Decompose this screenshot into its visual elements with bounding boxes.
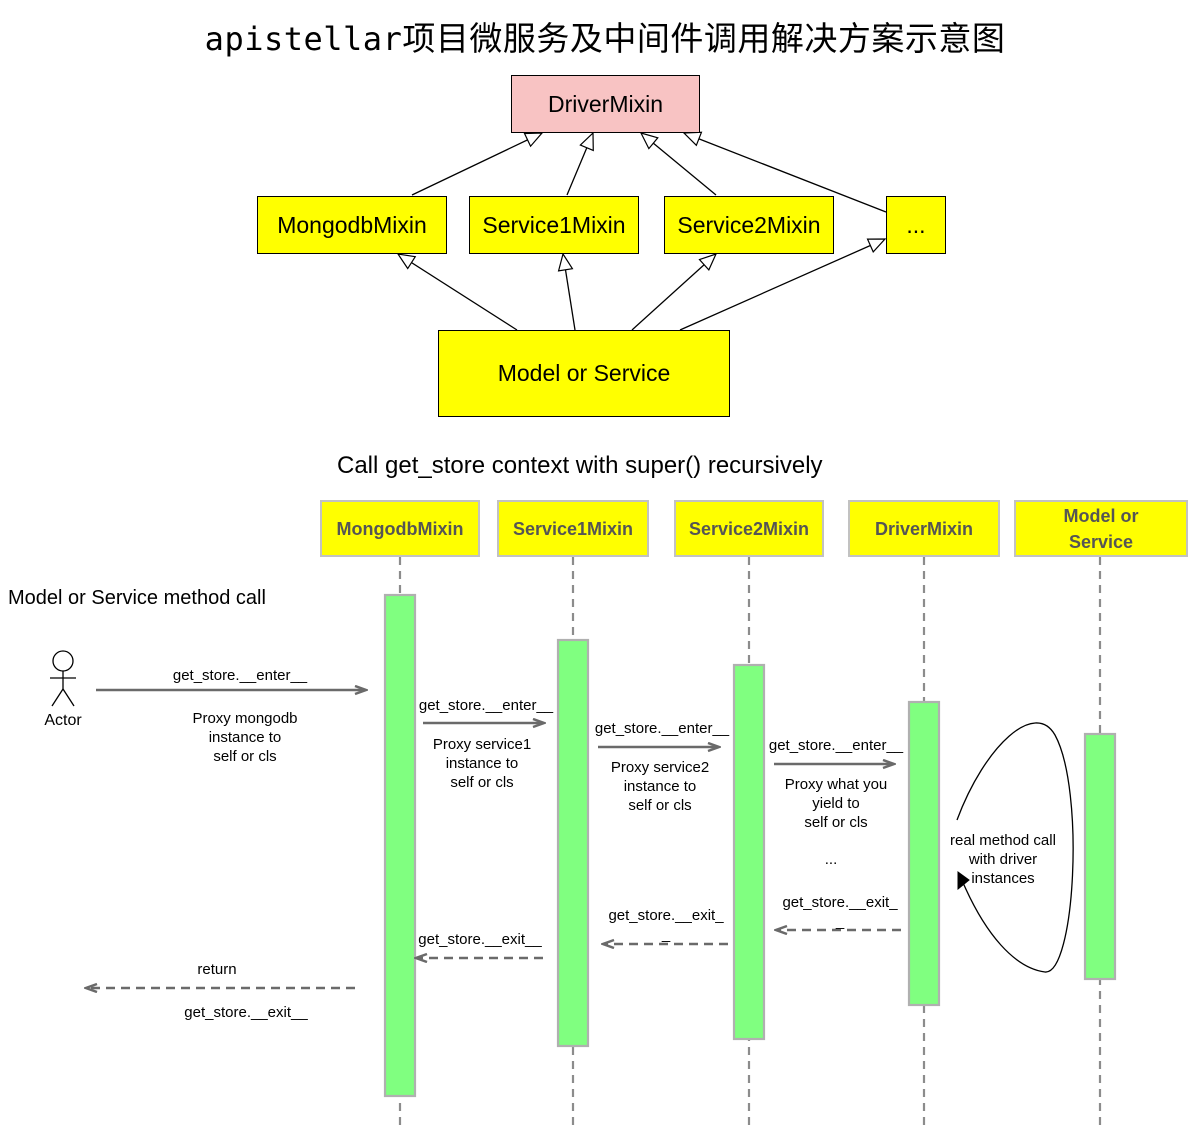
msg-label-return: return — [197, 961, 237, 978]
msg-label-enter-3: get_store.__enter__ — [768, 737, 904, 754]
msg-label-proxy-2: Proxy service2 instance to self or cls — [610, 759, 710, 814]
ellipsis-mixin-box: ... — [886, 196, 946, 254]
service1-mixin-box: Service1Mixin — [469, 196, 639, 254]
actor-label: Actor — [44, 712, 82, 729]
ellipsis-mixin-label: ... — [906, 211, 926, 238]
model-or-service-label: Model or Service — [497, 360, 671, 386]
title-mono-part: apistellar — [204, 20, 403, 58]
self-call-label: real method call with driver instances — [950, 832, 1056, 887]
inherit-model-to-service2 — [631, 252, 718, 331]
sequence-heading: Call get_store context with super() recu… — [337, 452, 823, 479]
msg-label-enter-0: get_store.__enter__ — [172, 667, 308, 684]
self-call-loop — [956, 722, 1074, 973]
msg-label-enter-2: get_store.__enter__ — [594, 720, 730, 737]
msg-label-exit-3: get_store.__exit_ _ — [782, 894, 898, 930]
caller-label: Model or Service method call — [8, 587, 266, 609]
msg-label-exit-0: get_store.__exit__ — [184, 1004, 308, 1021]
actor-figure — [50, 650, 76, 707]
driver-mixin-box: DriverMixin — [511, 75, 700, 133]
model-or-service-box: Model or Service — [438, 330, 730, 417]
msg-label-proxy-0: Proxy mongodb instance to self or cls — [192, 710, 298, 765]
lane-header-service2: Service2Mixin — [674, 500, 824, 557]
activation-driver — [907, 700, 941, 1007]
lane-header-driver: DriverMixin — [848, 500, 1000, 557]
service2-mixin-label: Service2Mixin — [677, 211, 821, 238]
driver-mixin-label: DriverMixin — [548, 90, 663, 117]
activation-service1 — [556, 638, 590, 1048]
lane-header-service1-label: Service1Mixin — [512, 518, 634, 539]
lane-header-service2-label: Service2Mixin — [688, 518, 810, 539]
lane-header-service1: Service1Mixin — [497, 500, 649, 557]
inherit-model-to-ellipsis — [679, 238, 887, 331]
lane-header-model-label: Model or Service — [1063, 505, 1139, 552]
inherit-service1-to-driver — [566, 131, 594, 196]
mongodb-mixin-box: MongodbMixin — [257, 196, 447, 254]
msg-label-exit-2: get_store.__exit_ _ — [608, 907, 724, 943]
activation-service2 — [732, 663, 766, 1041]
inherit-model-to-service1 — [557, 252, 576, 331]
inherit-mongodb-to-driver — [411, 132, 544, 196]
service2-mixin-box: Service2Mixin — [664, 196, 834, 254]
inherit-ellipsis-to-driver — [682, 131, 887, 213]
msg-label-ellipsis: ... — [824, 851, 838, 868]
inherit-model-to-mongodb — [396, 253, 518, 331]
lane-header-model: Model or Service — [1014, 500, 1188, 557]
msg-label-proxy-1: Proxy service1 instance to self or cls — [432, 736, 532, 791]
mongodb-mixin-label: MongodbMixin — [277, 211, 427, 238]
self-call-arrowhead — [957, 871, 970, 891]
lane-header-mongodb-label: MongodbMixin — [336, 518, 464, 539]
diagram-title: apistellar项目微服务及中间件调用解决方案示意图 — [0, 12, 1188, 60]
msg-label-proxy-3: Proxy what you yield to self or cls — [784, 776, 888, 831]
activation-mongodb — [383, 593, 417, 1098]
inherit-service2-to-driver — [639, 132, 717, 196]
service1-mixin-label: Service1Mixin — [482, 211, 626, 238]
lane-header-mongodb: MongodbMixin — [320, 500, 480, 557]
activation-model — [1083, 732, 1117, 981]
lane-header-driver-label: DriverMixin — [874, 518, 974, 539]
msg-label-enter-1: get_store.__enter__ — [418, 697, 554, 714]
title-cn-part: 项目微服务及中间件调用解决方案示意图 — [402, 20, 1006, 57]
msg-label-exit-1: get_store.__exit__ — [418, 931, 542, 948]
